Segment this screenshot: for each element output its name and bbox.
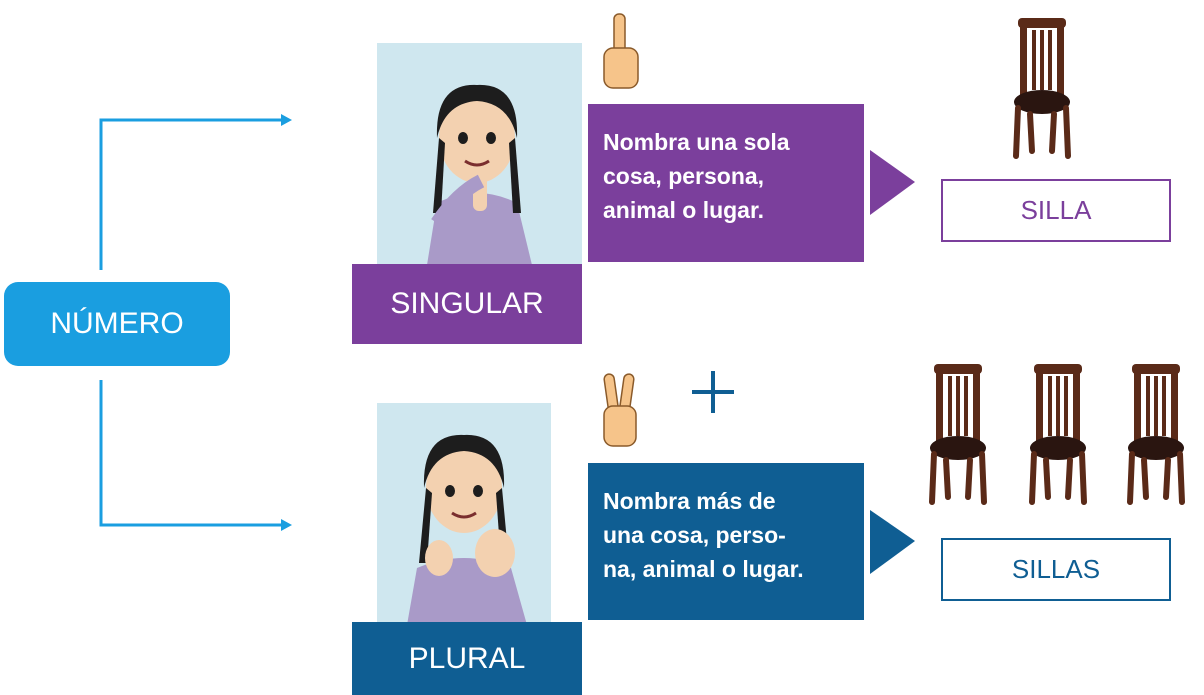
singular-description-line-2: cosa, persona, xyxy=(603,163,765,189)
plural-description-line-3: na, animal o lugar. xyxy=(603,556,804,582)
one-finger-hand-icon xyxy=(603,13,639,89)
plural-description: Nombra más de una cosa, perso- na, anima… xyxy=(588,463,864,620)
root-label: NÚMERO xyxy=(50,307,184,340)
chair-icon xyxy=(929,364,987,505)
plural-example-box: SILLAS xyxy=(941,538,1171,601)
chair-icon xyxy=(1013,18,1071,159)
two-finger-hand-icon xyxy=(603,373,637,447)
plural-description-line-2: una cosa, perso- xyxy=(603,522,786,548)
singular-example-box: SILLA xyxy=(941,179,1171,242)
plural-example-word: SILLAS xyxy=(1011,554,1101,584)
chair-icon xyxy=(1029,364,1087,505)
singular-description: Nombra una sola cosa, persona, animal o … xyxy=(588,104,864,262)
singular-sign-illustration xyxy=(377,43,582,265)
plural-description-line-1: Nombra más de xyxy=(603,488,776,514)
singular-label-text: SINGULAR xyxy=(390,287,544,320)
root-node-numero: NÚMERO xyxy=(4,282,230,366)
singular-description-line-3: animal o lugar. xyxy=(603,197,765,223)
singular-label: SINGULAR xyxy=(352,264,582,344)
plural-label: PLURAL xyxy=(352,622,582,695)
plural-label-text: PLURAL xyxy=(408,641,526,675)
singular-description-line-1: Nombra una sola xyxy=(603,129,790,155)
singular-example-word: SILLA xyxy=(1020,195,1092,225)
plural-sign-illustration xyxy=(377,403,551,625)
arrow-plural xyxy=(870,510,915,574)
arrow-singular xyxy=(870,150,915,215)
chair-icon xyxy=(1127,364,1185,505)
plus-icon xyxy=(688,367,738,417)
